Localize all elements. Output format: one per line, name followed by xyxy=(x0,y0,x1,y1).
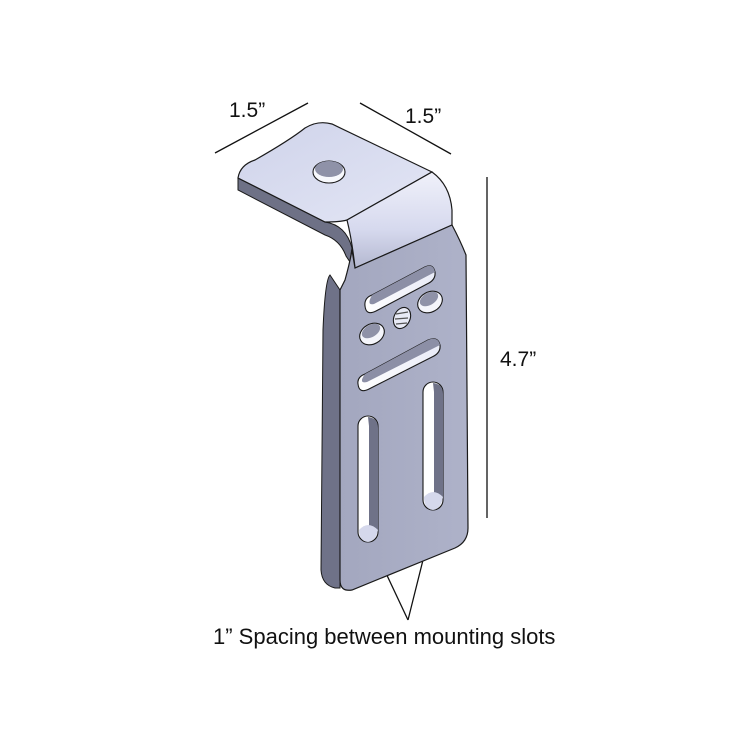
dimension-label-height: 4.7” xyxy=(500,348,537,371)
dimension-label-top-left: 1.5” xyxy=(229,99,266,122)
left-oval-hole xyxy=(359,322,385,346)
dim-line-top-left xyxy=(214,102,309,154)
dim-line-top-right xyxy=(359,102,452,155)
right-oval-hole xyxy=(417,290,443,314)
upper-diagonal-slot xyxy=(364,265,436,314)
plate-side-edge xyxy=(320,274,341,589)
flange-front-edge xyxy=(237,177,353,264)
dimension-label-top-right: 1.5” xyxy=(405,105,442,128)
center-keyhole xyxy=(392,306,412,330)
right-mounting-slot xyxy=(422,381,444,511)
caption-slot-spacing: 1” Spacing between mounting slots xyxy=(213,624,556,649)
left-mounting-slot xyxy=(357,415,379,543)
lower-diagonal-slot xyxy=(357,338,441,392)
flange-bolt-hole xyxy=(312,160,346,184)
bend-face xyxy=(346,171,453,269)
